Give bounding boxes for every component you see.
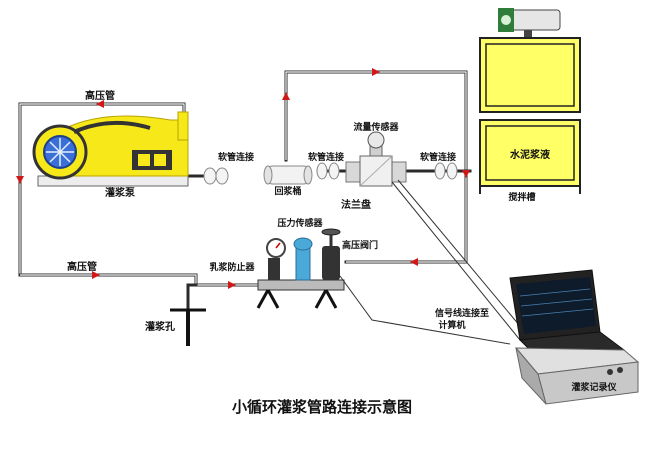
- mixing-tank-label: 搅拌槽: [508, 191, 535, 203]
- hose-connector-2: [316, 162, 340, 180]
- hose-connector-1: [203, 167, 229, 185]
- return-barrel-label: 回浆桶: [274, 185, 301, 197]
- flow-sensor-head: [367, 131, 385, 149]
- arrow-bottom-right-2: [228, 281, 236, 289]
- hose-3-label: 软管连接: [420, 151, 456, 163]
- tank-lower: [479, 119, 581, 187]
- high-pressure-pipe-top-label: 高压管: [85, 89, 115, 102]
- arrow-return-bottom: [410, 258, 418, 266]
- pressure-assembly: [256, 228, 345, 309]
- pump-belt: [73, 120, 151, 134]
- hose-connector-3: [434, 162, 458, 180]
- cement-slurry-label: 水泥浆液: [509, 148, 550, 161]
- stand-right: [314, 289, 338, 309]
- flange-left: [345, 161, 361, 183]
- arrow-bottom-right: [92, 271, 100, 279]
- flow-sensor-label: 流量传感器: [353, 121, 399, 133]
- signal-wire-label-2: 计算机: [438, 319, 465, 331]
- grout-hole: [170, 308, 206, 346]
- pipe-high-pressure-bottom: [18, 273, 264, 287]
- grout-pump: [32, 111, 189, 187]
- diagram-caption: 小循环灌浆管路连接示意图: [232, 398, 412, 416]
- signal-wire-flow-2: [397, 179, 531, 339]
- arrow-left-down: [16, 176, 24, 184]
- pressure-sensor-label: 压力传感器: [277, 217, 323, 229]
- grout-pump-label: 灌浆泵: [105, 186, 136, 199]
- signal-wire-label: 信号线连接至: [435, 307, 489, 319]
- return-barrel: [263, 165, 313, 185]
- grout-hole-label: 灌浆孔: [145, 320, 175, 333]
- tank-upper: [479, 37, 581, 113]
- signal-wire-flow: [391, 181, 521, 341]
- arrow-top-left: [96, 100, 104, 108]
- mixing-tank: [479, 8, 581, 194]
- signal-wire-pressure: [339, 275, 511, 345]
- valve-handwheel-icon: [321, 228, 341, 236]
- arrow-return-right: [462, 170, 470, 178]
- hose-2-label: 软管连接: [308, 151, 344, 163]
- pipe-to-grout-hole: [186, 283, 198, 312]
- stand-left: [256, 289, 280, 309]
- signal-wires: [339, 179, 531, 345]
- anti-grout-device: [268, 258, 280, 280]
- flange-label: 法兰盘: [341, 198, 371, 211]
- arrow-return-top: [372, 68, 380, 76]
- hose-1-label: 软管连接: [218, 151, 254, 163]
- anti-grout-device-label: 乳浆防止器: [209, 261, 255, 273]
- grout-recorder: [509, 269, 640, 405]
- high-pressure-pipe-bottom-label: 高压管: [67, 260, 97, 273]
- manifold-pipe: [257, 279, 345, 291]
- arrow-return-up: [282, 92, 290, 100]
- mixer-motor: [507, 9, 561, 31]
- grout-recorder-label: 灌浆记录仪: [571, 381, 617, 393]
- pump-valve-column: [177, 111, 189, 141]
- high-pressure-valve-label: 高压阀门: [342, 239, 378, 251]
- flow-sensor: [345, 131, 407, 187]
- high-pressure-valve: [322, 246, 340, 280]
- flange-right: [391, 161, 407, 183]
- pipe-network: [18, 70, 472, 312]
